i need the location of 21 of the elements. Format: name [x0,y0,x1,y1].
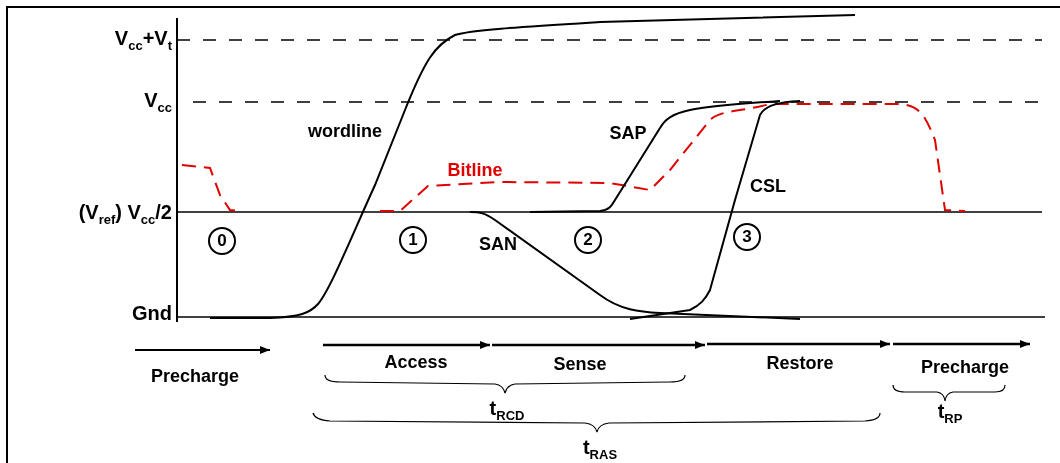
level-label: V$_{cc}$ [144,90,172,114]
phase-label: Precharge [920,358,1010,376]
signal-label: CSL [750,177,786,195]
signal-label: SAN [479,235,517,253]
signal-label: SAP [609,124,647,142]
step-number: 3 [733,223,761,251]
step-number: 0 [208,227,236,255]
level-label: (V$_{ref}$) V$_{cc}$/2 [78,202,172,226]
timing-label: t$_{RCD}$ [489,398,525,422]
level-label: Gnd [132,303,172,323]
phase-label: Sense [553,355,607,373]
signal-label: wordline [308,122,382,140]
step-number: 2 [574,226,602,254]
timing-label: t$_{RP}$ [937,401,963,425]
step-number: 1 [399,226,427,254]
phase-label: Access [384,353,448,371]
level-label: V$_{cc}$+V$_{t}$ [114,28,172,52]
signal-label: Bitline [447,161,503,179]
phase-label: Restore [766,354,834,372]
phase-label: Precharge [150,367,240,385]
timing-label: t$_{RAS}$ [582,437,618,461]
